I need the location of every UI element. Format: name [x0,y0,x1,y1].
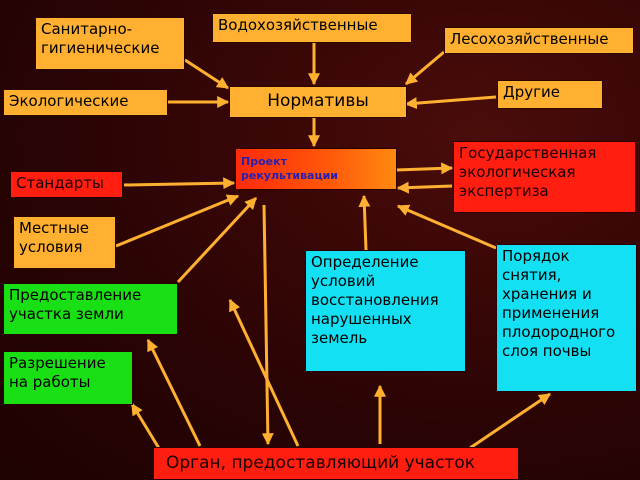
arrow-other-to-norms [404,95,497,110]
node-forest: Лесохозяйственные [444,27,634,54]
arrow-soil-to-project [396,204,497,250]
arrow-authority-to-permit [130,402,162,451]
arrow-project-to-expertise [395,162,454,175]
node-other: Другие [497,80,603,109]
arrow-authority-to-project [228,298,300,447]
node-permit: Разрешение на работы [3,351,133,405]
arrow-authority-to-land [146,338,202,447]
arrow-sanitary-to-norms [184,58,230,90]
arrow-land-to-project [176,196,258,284]
node-water: Водохозяйственные [212,13,412,43]
arrow-local-to-project [115,194,240,248]
arrow-expertise-to-project [396,181,453,194]
node-standards: Стандарты [10,171,123,198]
arrow-forest-to-norms [405,50,445,86]
node-authority: Орган, предоставляющий участок [153,447,519,480]
arrow-authority-to-soil [469,392,551,450]
node-local: Местные условия [13,216,116,269]
node-restoration: Определение условий восстановления наруш… [305,250,466,372]
arrow-restoration-to-project [358,194,371,251]
node-sanitary: Санитарно- гигиенические [35,17,185,70]
node-land-plot: Предоставление участка земли [3,283,178,335]
arrow-standards-to-project [123,177,236,190]
node-ecological: Экологические [3,89,168,116]
arrow-project-to-authority [261,204,274,446]
node-norms: Нормативы [229,86,407,118]
node-state-expertise: Государственная экологическая экспертиза [453,141,636,213]
node-soil-order: Порядок снятия, хранения и применения пл… [496,244,637,392]
node-project: Проект рекультивации [235,148,397,190]
